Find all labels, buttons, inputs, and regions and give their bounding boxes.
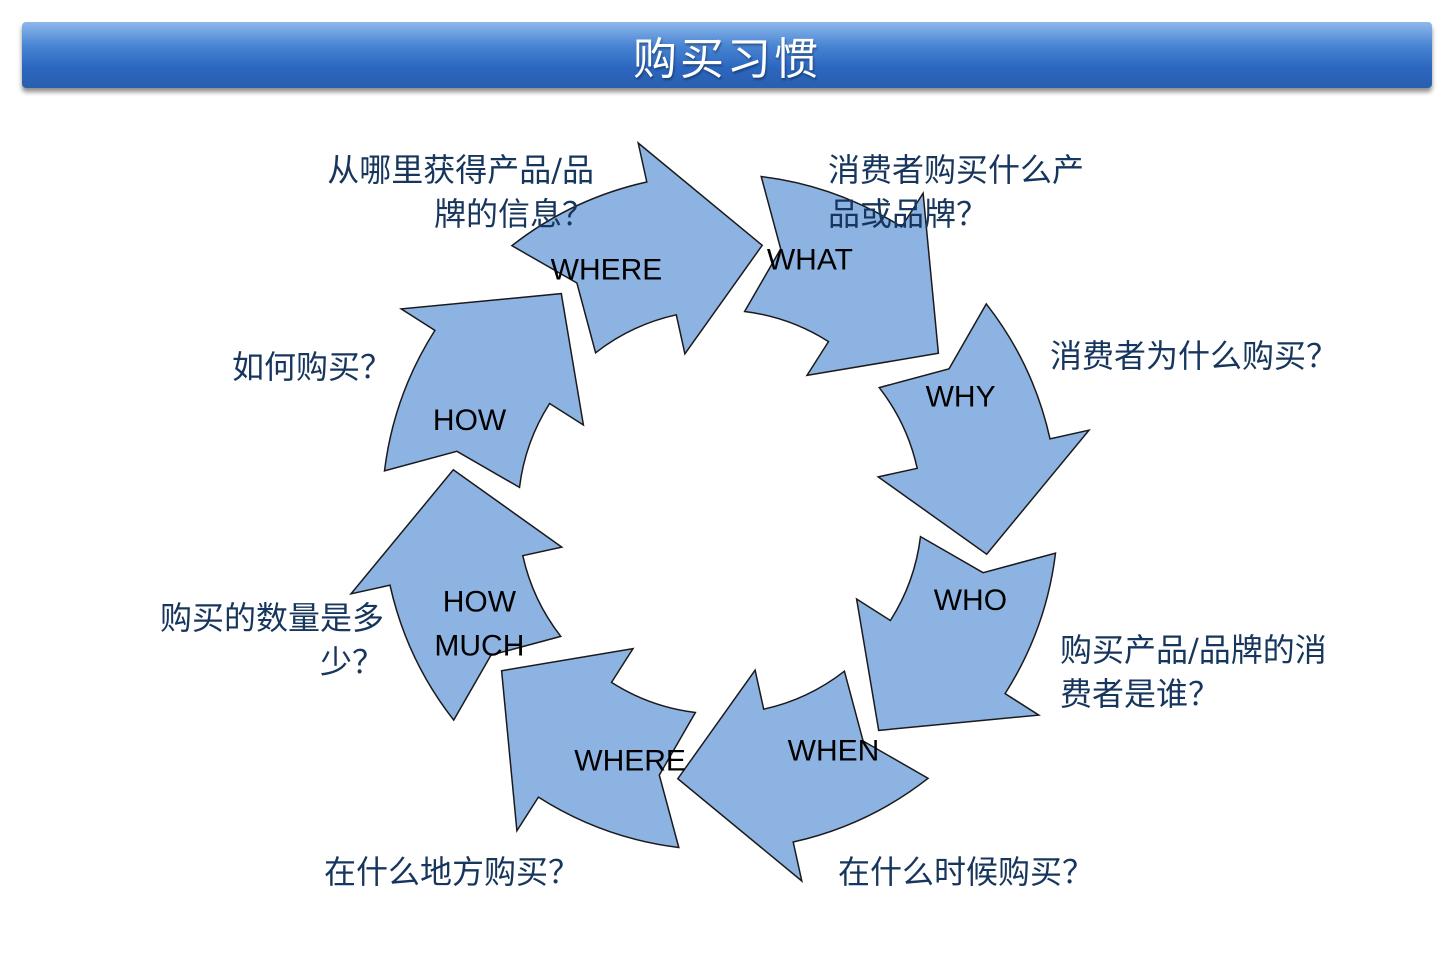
question-where-top: 从哪里获得产品/品 牌的信息？ — [327, 151, 594, 233]
cycle-arrow-where-top — [510, 141, 764, 356]
cycle-arrow-how-much — [349, 468, 564, 722]
page-title: 购买习惯 — [633, 34, 821, 85]
question-when: 在什么时候购买？ — [838, 853, 1095, 891]
arrow-label-where-bottom: WHERE — [574, 744, 686, 777]
cycle-arrow-where-bottom — [500, 647, 697, 849]
arrow-label-why: WHY — [926, 380, 996, 413]
arrow-label-who: WHO — [934, 584, 1007, 617]
question-how-much: 购买的数量是多 少？ — [159, 599, 384, 681]
cycle-arrow-why — [876, 302, 1091, 556]
arrow-label-where-top: WHERE — [551, 253, 663, 286]
question-where-bottom: 在什么地方购买？ — [323, 853, 580, 891]
cycle-arrow-who — [855, 535, 1057, 732]
arrow-label-when: WHEN — [788, 735, 880, 768]
question-how: 如何购买？ — [231, 348, 392, 386]
arrow-label-how: HOW — [433, 404, 507, 437]
cycle-arrow-what — [743, 175, 940, 377]
question-who: 购买产品/品牌的消 费者是谁？ — [1060, 631, 1327, 713]
cycle-arrow-how — [383, 292, 585, 489]
title-banner: 购买习惯 — [22, 22, 1432, 88]
question-why: 消费者为什么购买？ — [1050, 337, 1339, 375]
question-what: 消费者购买什么产 品或品牌？ — [828, 151, 1085, 233]
arrow-label-what: WHAT — [767, 244, 853, 277]
cycle-arrow-when — [676, 668, 930, 883]
